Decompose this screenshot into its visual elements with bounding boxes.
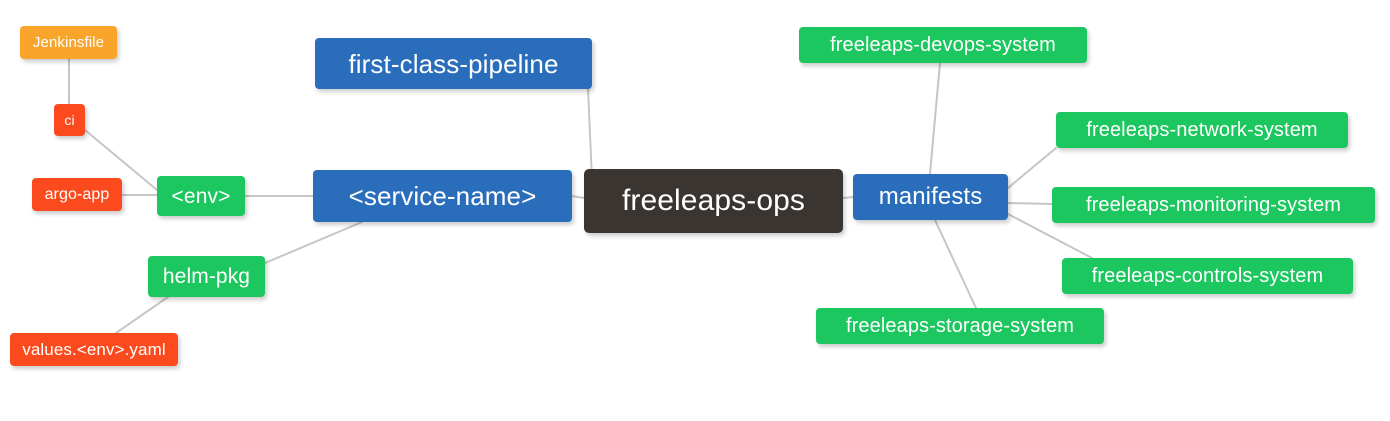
mindmap-node-values-env-yaml[interactable]: values.<env>.yaml: [10, 333, 178, 366]
mindmap-node-first-class-pipeline[interactable]: first-class-pipeline: [315, 38, 592, 89]
edge-root-pipeline: [587, 87, 593, 181]
mindmap-node-argo-app[interactable]: argo-app: [32, 178, 122, 211]
mindmap-node-freeleaps-storage-system[interactable]: freeleaps-storage-system: [816, 308, 1104, 344]
mindmap-node-service-name[interactable]: <service-name>: [313, 170, 572, 222]
mindmap-node-freeleaps-ops[interactable]: freeleaps-ops: [584, 169, 843, 233]
edge-service-helm: [264, 221, 363, 264]
mindmap-node-freeleaps-monitoring-system[interactable]: freeleaps-monitoring-system: [1052, 187, 1375, 223]
mindmap-node-jenkinsfile[interactable]: Jenkinsfile: [20, 26, 117, 59]
mindmap-node-freeleaps-controls-system[interactable]: freeleaps-controls-system: [1062, 258, 1353, 294]
edge-manifests-devops: [929, 62, 941, 175]
edge-manifests-monitoring: [1007, 202, 1053, 205]
mindmap-node-env[interactable]: <env>: [157, 176, 245, 216]
edge-helm-values: [115, 296, 169, 334]
mindmap-node-helm-pkg[interactable]: helm-pkg: [148, 256, 265, 297]
edge-root-service: [571, 195, 585, 199]
edge-manifests-storage: [934, 219, 977, 309]
edge-manifests-network: [1007, 147, 1057, 189]
edge-root-manifests: [842, 196, 854, 199]
mindmap-node-freeleaps-devops-system[interactable]: freeleaps-devops-system: [799, 27, 1087, 63]
mindmap-node-ci[interactable]: ci: [54, 104, 85, 136]
mindmap-node-freeleaps-network-system[interactable]: freeleaps-network-system: [1056, 112, 1348, 148]
mindmap-node-manifests[interactable]: manifests: [853, 174, 1008, 220]
